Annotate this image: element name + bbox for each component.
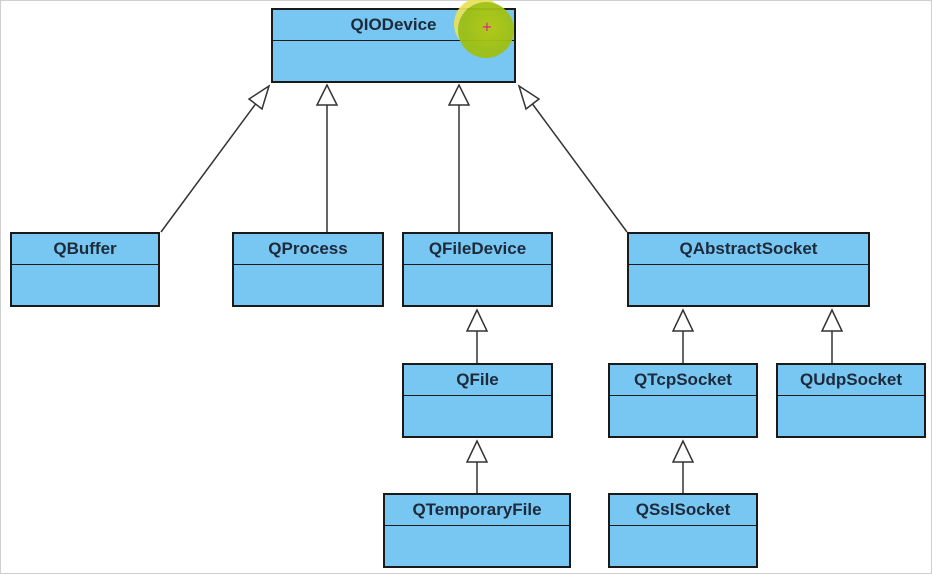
class-attributes	[404, 266, 551, 305]
class-name: QTemporaryFile	[385, 495, 569, 526]
edge-qbuffer-qiodevice	[160, 101, 258, 233]
arrowhead-qudpsocket-qabstractsocket	[820, 308, 844, 332]
arrowhead-qsslsocket-qtcpsocket	[671, 439, 695, 463]
cursor-highlight	[458, 2, 514, 58]
class-attributes	[385, 527, 569, 566]
class-attributes	[234, 266, 382, 305]
class-name: QBuffer	[12, 234, 158, 265]
arrowhead-qbuffer-qiodevice	[247, 84, 271, 111]
arrowhead-qtemporaryfile-qfile	[465, 439, 489, 463]
edge-qabstractsocket-qiodevice	[530, 101, 628, 233]
class-name: QUdpSocket	[778, 365, 924, 396]
crosshair-icon: +	[481, 20, 493, 35]
arrowhead-qfiledevice-qiodevice	[447, 83, 471, 106]
class-name: QProcess	[234, 234, 382, 265]
class-name: QFileDevice	[404, 234, 551, 265]
class-name: QTcpSocket	[610, 365, 756, 396]
class-qtemporaryfile[interactable]: QTemporaryFile	[383, 493, 571, 568]
class-qfile[interactable]: QFile	[402, 363, 553, 438]
class-qsslsocket[interactable]: QSslSocket	[608, 493, 758, 568]
arrowhead-qtcpsocket-qabstractsocket	[671, 308, 695, 332]
class-qprocess[interactable]: QProcess	[232, 232, 384, 307]
class-qfiledevice[interactable]: QFileDevice	[402, 232, 553, 307]
arrowhead-qabstractsocket-qiodevice	[517, 84, 541, 111]
class-attributes	[610, 397, 756, 436]
arrowhead-qfile-qfiledevice	[465, 308, 489, 332]
arrowhead-qprocess-qiodevice	[315, 83, 339, 106]
class-name: QIODevice	[273, 10, 514, 41]
class-attributes	[404, 397, 551, 436]
class-attributes	[778, 397, 924, 436]
class-name: QAbstractSocket	[629, 234, 868, 265]
class-attributes	[12, 266, 158, 305]
class-name: QFile	[404, 365, 551, 396]
class-attributes	[629, 266, 868, 305]
class-attributes	[610, 527, 756, 566]
class-name: QSslSocket	[610, 495, 756, 526]
class-qbuffer[interactable]: QBuffer	[10, 232, 160, 307]
class-qudpsocket[interactable]: QUdpSocket	[776, 363, 926, 438]
class-qtcpsocket[interactable]: QTcpSocket	[608, 363, 758, 438]
class-qabstractsocket[interactable]: QAbstractSocket	[627, 232, 870, 307]
